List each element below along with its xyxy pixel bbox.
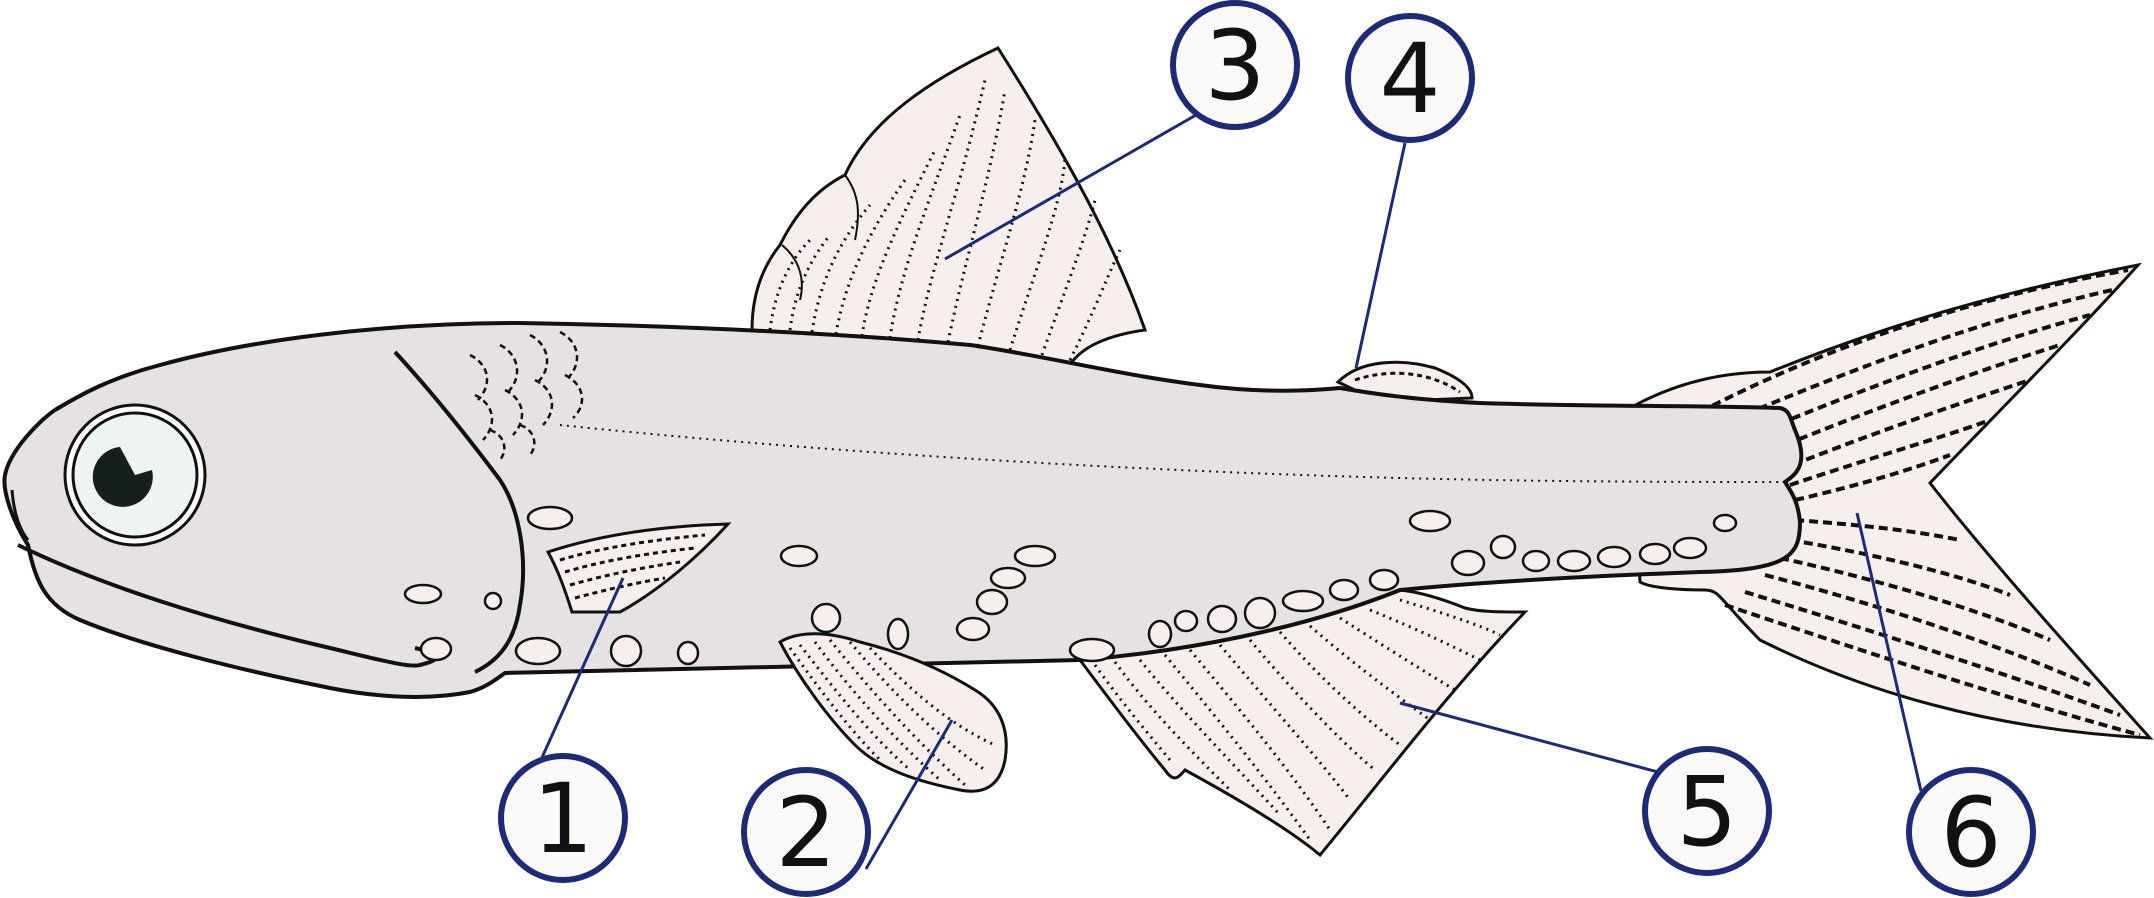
leader-line-3 [944, 113, 1197, 261]
callout-3: 3 [1170, 0, 1300, 130]
callout-5: 5 [1642, 746, 1772, 876]
leader-line-5 [1399, 701, 1659, 774]
callout-label-4: 4 [1379, 23, 1440, 135]
callout-6: 6 [1906, 767, 2036, 897]
fish-eye [63, 403, 207, 547]
photophores [403, 505, 1738, 668]
callout-lines [538, 113, 1923, 870]
pectoral-fin [545, 522, 732, 614]
callout-label-1: 1 [532, 763, 593, 875]
callout-4: 4 [1345, 13, 1475, 143]
pelvic-fin [778, 632, 1008, 793]
leader-line-2 [864, 719, 954, 870]
callout-label-6: 6 [1940, 777, 2001, 889]
callout-label-3: 3 [1204, 10, 1265, 122]
anal-fin [1077, 588, 1529, 858]
callout-1: 1 [498, 753, 628, 883]
callout-2: 2 [741, 767, 871, 897]
leader-line-4 [1354, 142, 1407, 369]
leader-line-1 [538, 577, 625, 763]
callout-label-5: 5 [1676, 756, 1737, 868]
dorsal-fin [750, 46, 1148, 364]
caudal-fin [1628, 262, 2154, 740]
callout-label-2: 2 [775, 777, 836, 889]
pupil-icon [92, 447, 153, 507]
leader-line-6 [1855, 512, 1923, 792]
fish-body [2, 320, 1804, 699]
